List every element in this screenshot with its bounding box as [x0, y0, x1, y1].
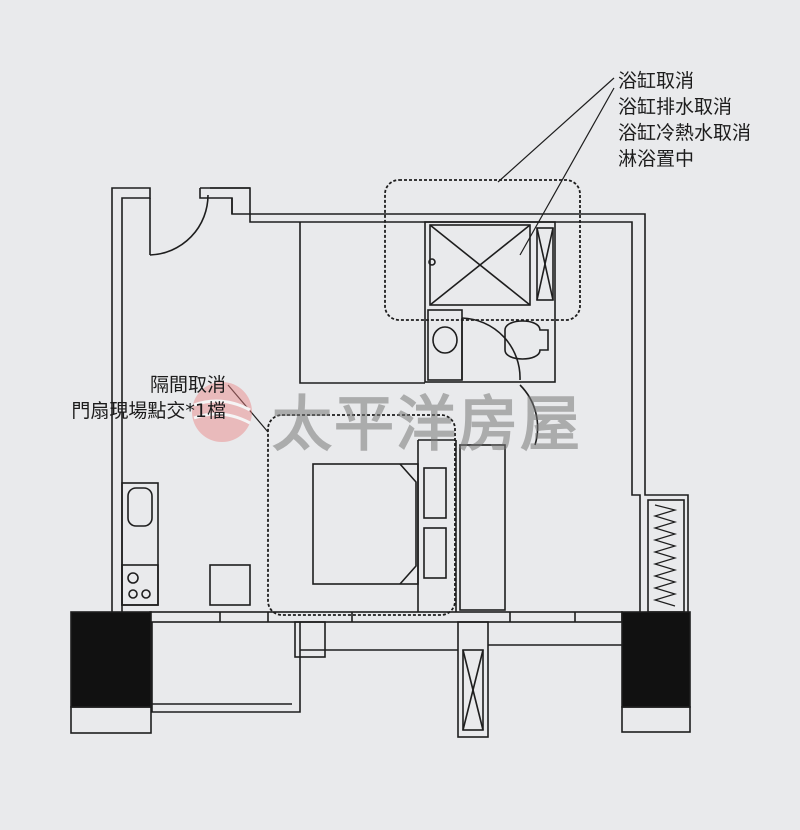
note-bathtub-water-removed: 浴缸冷熱水取消 — [618, 122, 752, 144]
balcony — [151, 621, 622, 738]
bathroom-change-notes: 浴缸取消 浴缸排水取消 浴缸冷熱水取消 淋浴置中 — [618, 68, 751, 172]
watermark-logo — [192, 382, 252, 442]
outer-walls — [111, 187, 689, 612]
bedroom-door — [519, 384, 539, 446]
toilet — [504, 320, 549, 360]
note-shower-centered: 淋浴置中 — [618, 148, 695, 170]
watermark-text: 太平洋房屋 — [272, 390, 582, 460]
note-bathtub-removed: 浴缸取消 — [618, 70, 695, 92]
column-right — [621, 611, 691, 708]
kitchen-counter — [121, 482, 159, 606]
note-door-leaf-handover: 門扇現場點交*1檔 — [71, 400, 226, 422]
bathroom-door — [461, 317, 521, 381]
bathroom-revision-cloud — [384, 179, 581, 321]
kitchen-sink — [127, 487, 153, 527]
note-partition-removed: 隔間取消 — [149, 374, 226, 396]
closet-right — [647, 499, 685, 613]
bedroom-revision-cloud — [267, 414, 456, 616]
column-left-base — [70, 706, 152, 734]
fridge — [209, 564, 251, 606]
wardrobe — [459, 444, 506, 611]
entry-door — [149, 194, 209, 256]
interior-partition — [299, 222, 425, 384]
column-right-base — [621, 706, 691, 733]
column-left — [70, 611, 152, 708]
bed — [312, 439, 455, 612]
shower-drain — [428, 258, 436, 266]
partition-change-notes: 隔間取消 門扇現場點交*1檔 — [71, 372, 226, 424]
bathroom — [424, 221, 556, 446]
window-wall — [149, 611, 623, 623]
note-bathtub-drain-removed: 浴缸排水取消 — [618, 96, 733, 118]
